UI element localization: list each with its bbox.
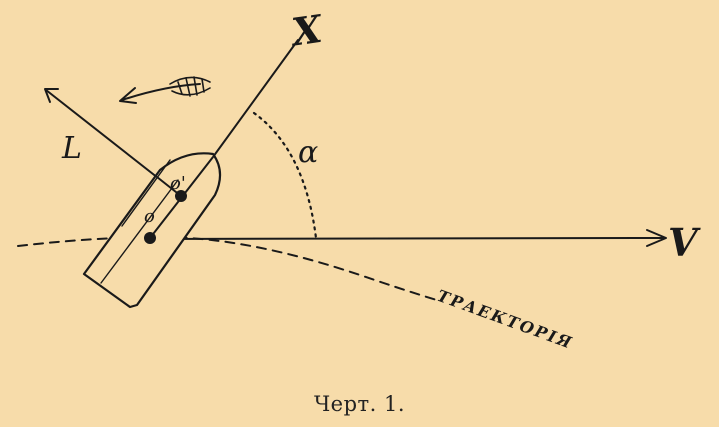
angle-label: α (298, 135, 318, 170)
point-o-label: o (144, 206, 155, 227)
velocity-line (149, 237, 666, 240)
point-o (144, 232, 156, 244)
point-o-prime (175, 190, 187, 202)
boat-inner-line-1 (121, 159, 171, 227)
trajectory-label: ТРАЕКТОРІЯ (435, 286, 576, 353)
velocity-arrowhead (646, 229, 667, 247)
figure-caption: Черт. 1. (313, 392, 406, 416)
l-axis-label: L (61, 131, 82, 166)
boat-inner-line-2 (100, 179, 179, 284)
feather-icon (169, 76, 211, 97)
rotation-arrowhead (119, 87, 137, 104)
point-o-prime-label: o' (170, 173, 186, 194)
trajectory-curve (17, 236, 441, 302)
boat-hull (82, 152, 222, 309)
rotation-arrow (121, 83, 201, 101)
l-axis-arrowhead (44, 88, 59, 103)
v-axis-label: V (668, 220, 701, 265)
angle-arc (252, 111, 318, 240)
x-axis-line (212, 39, 299, 158)
